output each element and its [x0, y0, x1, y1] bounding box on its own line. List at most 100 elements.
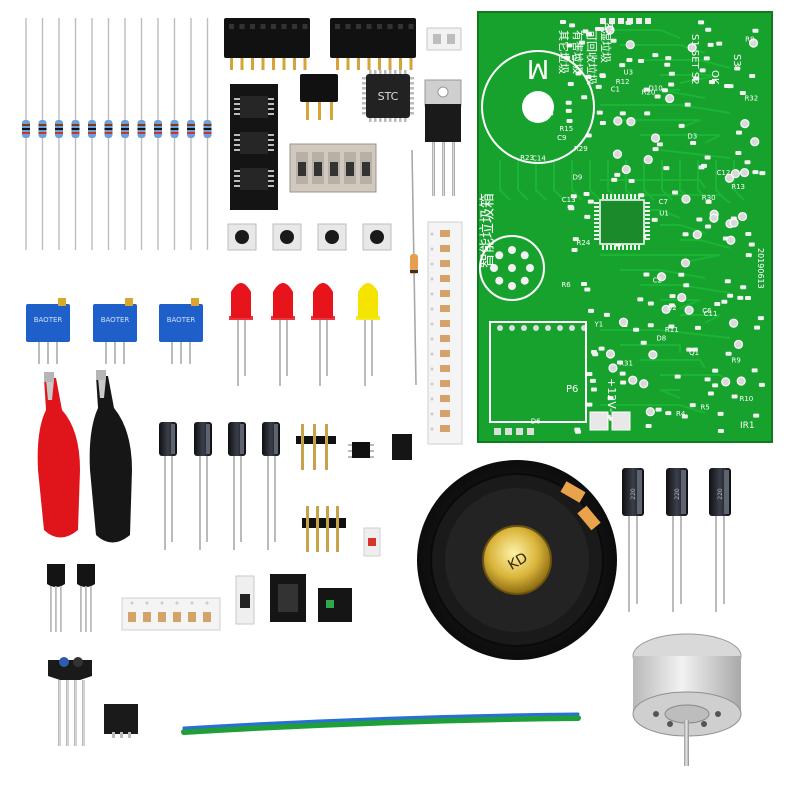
trimmer-brand: BAOTER [101, 316, 130, 324]
resistor [170, 18, 179, 250]
pcb-ref-label: R11 [665, 326, 679, 334]
pcb-ref-label: D1 [572, 54, 582, 62]
smd-tape-vertical [427, 221, 463, 445]
pcb-ref-label: R6 [561, 281, 571, 289]
tact-switch [227, 223, 257, 251]
pcb-ref-label: C1 [611, 85, 620, 93]
resistor [187, 18, 195, 250]
pin-header-2x4 [302, 506, 346, 552]
pcb-line-3: 有害垃圾 [571, 30, 585, 74]
alligator-clip-red [37, 372, 80, 538]
pcb-board: M P6 湿垃圾 可回收垃圾 有害垃圾 其它垃圾 智能垃圾箱 P1 S1 SET… [477, 11, 773, 443]
pcb-ref-label: R14 [540, 109, 554, 117]
p6-label: P6 [566, 384, 578, 395]
pcb-ref-label: U2 [667, 304, 677, 312]
ir-reflective-sensor [48, 657, 92, 746]
female-header-left [224, 18, 310, 70]
small-chip [348, 442, 374, 458]
pcb-ref-label: D3 [687, 133, 697, 141]
transistor [47, 564, 65, 632]
board-code: 20190613 [756, 248, 765, 289]
tact-switch [317, 223, 347, 251]
electrolytic-capacitor [262, 422, 280, 550]
pcb-ref-label: R29 [574, 145, 588, 153]
pcb-ref-label: R8 [745, 36, 754, 44]
pcb-line-4: 其它垃圾 [557, 30, 571, 74]
tact-switch [362, 223, 392, 251]
ir-module [318, 588, 352, 622]
s3-label: S3 [731, 54, 742, 67]
pcb-ref-label: C9 [557, 134, 566, 142]
pcb-ref-label: R20 [642, 89, 656, 97]
resistor [38, 18, 47, 250]
transistor-group [47, 564, 95, 632]
ir-label: IR1 [740, 421, 755, 431]
pcb-ref-label: R4 [676, 410, 686, 418]
female-header-3pin [300, 74, 338, 120]
pcb-ref-label: R30 [702, 194, 716, 202]
soic-chip [240, 132, 268, 154]
speaker: KD [417, 460, 617, 660]
resistor-group [22, 18, 212, 250]
trimmer-potentiometer: BAOTER [26, 298, 70, 364]
pcb-ref-label: C6 [702, 307, 712, 315]
pcb-ref-label: R24 [577, 239, 591, 247]
smd-chip-bottom [104, 704, 138, 738]
led [271, 283, 295, 386]
resistor [154, 18, 162, 250]
led-group [229, 283, 380, 386]
cap-value: 220 [630, 488, 637, 500]
electrolytic-capacitor [228, 422, 246, 550]
trimmer-potentiometer: BAOTER [93, 298, 137, 364]
pcb-ref-label: C11 [704, 310, 718, 318]
resistor [104, 18, 113, 250]
pcb-ref-label: D9 [573, 174, 583, 182]
voltage-regulator [424, 79, 462, 196]
electrolytic-capacitor-large: 220 [622, 468, 644, 612]
tact-switch-small [235, 575, 255, 625]
pcb-ref-label: Q1 [689, 349, 699, 357]
electrolytic-capacitor [159, 422, 177, 550]
alligator-clip-black [89, 370, 132, 543]
soic-chip-strip [230, 84, 278, 210]
female-header-right [330, 18, 416, 70]
jumper-cap [392, 434, 412, 460]
voltage-label: +12V- [605, 378, 618, 412]
soic-chip [240, 96, 268, 118]
pcb-line-1: 湿垃圾 [599, 30, 613, 63]
led [356, 283, 380, 386]
cap-value: 220 [717, 488, 724, 500]
pcb-ref-label: C13 [562, 196, 576, 204]
trimmer-group: BAOTER BAOTER BAOTER [26, 298, 203, 364]
pcb-ref-label: Y1 [594, 321, 604, 329]
pcb-ref-label: U3 [624, 68, 634, 76]
pcb-ref-label: R31 [619, 359, 633, 367]
pcb-line-2: 可回收垃圾 [585, 30, 599, 85]
diode-axial [410, 149, 418, 386]
resistor [121, 18, 129, 250]
pcb-ref-label: R9 [732, 357, 741, 365]
buzzer-mark: M [527, 53, 549, 83]
electrolytic-capacitor-group [159, 422, 280, 550]
pcb-ref-label: R13 [731, 183, 745, 191]
smd-fuse [363, 527, 381, 557]
pcb-ref-label: U1 [659, 209, 669, 217]
pin-header-3 [296, 424, 336, 470]
tact-switch-group [227, 223, 392, 251]
pcb-ref-label: R12 [616, 78, 630, 86]
large-capacitor-group: 220 220 220 [622, 468, 731, 612]
led [311, 283, 335, 386]
s1-label: S1 SET S2 [689, 34, 700, 85]
electrolytic-capacitor [194, 422, 212, 550]
tact-switch [272, 223, 302, 251]
ic-socket [270, 574, 306, 622]
pcb-ref-label: C12 [717, 169, 731, 177]
electrolytic-capacitor-large: 220 [709, 468, 731, 612]
trimmer-potentiometer: BAOTER [159, 298, 203, 364]
p1-label: P1 [604, 23, 615, 33]
pcb-ref-label: R15 [559, 125, 573, 133]
cap-value: 220 [674, 488, 681, 500]
trimmer-brand: BAOTER [34, 316, 63, 324]
connector-white [426, 27, 462, 51]
